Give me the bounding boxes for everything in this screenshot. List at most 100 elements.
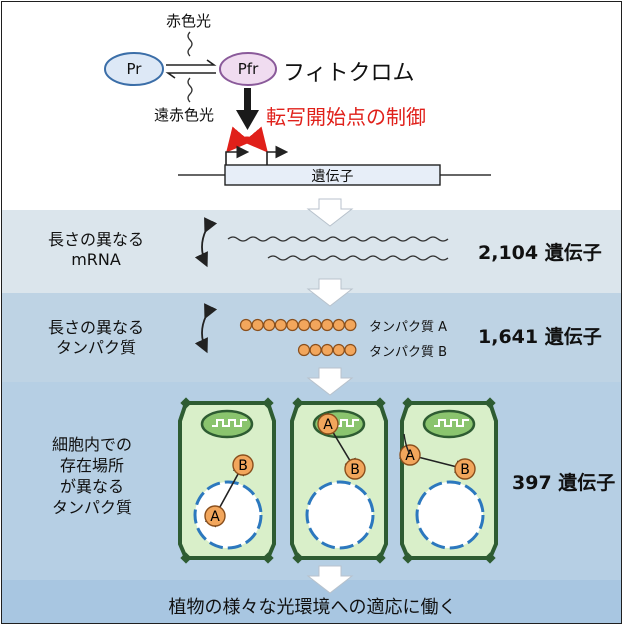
flow-arrow-4 — [306, 565, 354, 594]
transcription-arrow-head — [236, 110, 259, 130]
protein-a-marker — [204, 505, 226, 527]
protein-b-marker — [232, 454, 254, 476]
protein-a-marker — [317, 413, 339, 435]
protein-b-label: タンパク質 B — [369, 345, 448, 360]
protein-a-bead — [344, 318, 357, 332]
red-light-wave — [187, 31, 193, 57]
phytochrome-label: フィトクロム — [283, 61, 415, 86]
protein-b-bead — [321, 343, 334, 357]
protein-a-marker-label: A — [323, 417, 333, 433]
cell-corner — [374, 552, 386, 564]
protein-a-bead — [309, 318, 322, 332]
protein-a-bead — [239, 318, 253, 332]
location-gene-count: 397 遺伝子 — [512, 472, 616, 494]
pr-ellipse — [104, 52, 164, 86]
protein-b-marker — [454, 458, 476, 480]
protein-b-beads — [297, 343, 357, 357]
protein-b-bead — [344, 343, 357, 357]
protein-row-label-line-1: 長さの異なる — [47, 318, 144, 337]
protein-a-bead — [332, 318, 345, 332]
protein-b-bead — [297, 343, 311, 357]
mrna-row-label: 長さの異なる mRNA — [16, 230, 176, 270]
cell-corner — [262, 552, 274, 564]
protein-b-marker-label: B — [238, 458, 248, 474]
protein-a-beads — [239, 318, 357, 332]
location-row-label-line-1: 細胞内での — [51, 435, 132, 454]
cell-3: AB — [399, 397, 498, 564]
protein-a-bead — [321, 318, 334, 332]
nucleus — [305, 480, 375, 550]
pfr-ellipse — [219, 52, 277, 86]
tss-control-label: 転写開始点の制御 — [266, 105, 426, 129]
gene-box — [224, 164, 441, 186]
location-row-label: 細胞内での 存在場所 が異なる タンパク質 — [12, 434, 172, 518]
protein-b-marker — [344, 458, 366, 480]
protein-a-marker-label: A — [405, 448, 415, 464]
flow-arrow-3 — [306, 367, 354, 396]
promoter-arrow-1 — [225, 145, 250, 167]
chloroplast — [200, 409, 254, 439]
location-row-label-line-2: 存在場所 — [59, 456, 124, 475]
protein-a-bead — [286, 318, 299, 332]
flow-arrow-1 — [306, 198, 354, 227]
band-mrna — [2, 210, 621, 293]
cell-corner — [374, 397, 386, 409]
tss-shift-arrow — [226, 126, 268, 153]
location-row-label-line-4: タンパク質 — [51, 498, 132, 517]
protein-a-marker-label: A — [210, 509, 220, 525]
mrna-row-label-line-1: 長さの異なる — [47, 230, 144, 249]
protein-row-label: 長さの異なる タンパク質 — [16, 318, 176, 358]
cell-corner — [180, 552, 192, 564]
cell-2: AB — [290, 397, 388, 564]
bottom-conclusion: 植物の様々な光環境への適応に働く — [168, 597, 457, 618]
cell-corner — [402, 552, 414, 564]
mrna-long — [227, 236, 449, 242]
reverse-arrow — [165, 72, 216, 79]
variation-bracket-2 — [194, 303, 218, 354]
protein-gene-count: 1,641 遺伝子 — [478, 326, 602, 348]
mrna-row-label-line-2: mRNA — [71, 250, 121, 269]
protein-a-bead — [297, 318, 311, 332]
protein-a-marker — [399, 444, 421, 466]
protein-b-marker-label: B — [350, 462, 360, 478]
cell-1: AB — [178, 397, 276, 564]
cell-corner — [292, 552, 304, 564]
far-red-light-label: 遠赤色光 — [154, 106, 215, 124]
cell-corner — [402, 397, 414, 409]
cell-corner — [180, 397, 192, 409]
protein-b-bead — [332, 343, 345, 357]
protein-a-bead — [274, 318, 287, 332]
membrane-anchor-line — [403, 433, 411, 455]
gene-label: 遺伝子 — [311, 169, 354, 185]
cell-corner — [484, 397, 496, 409]
cell-corner — [484, 552, 496, 564]
nucleus — [415, 480, 485, 550]
location-row-label-line-3: が異なる — [59, 477, 124, 496]
mrna-gene-count: 2,104 遺伝子 — [478, 242, 602, 264]
protein-a-bead — [251, 318, 264, 332]
protein-b-bead — [309, 343, 322, 357]
far-red-light-wave — [187, 77, 193, 103]
transcription-arrow-shaft — [244, 88, 251, 112]
pfr-label: Pfr — [237, 60, 259, 78]
variation-bracket-1 — [194, 217, 218, 268]
thylakoid — [212, 419, 247, 427]
protein-a-bead — [263, 318, 276, 332]
forward-arrow — [166, 59, 217, 66]
protein-a-label: タンパク質 A — [369, 320, 448, 335]
chloroplast — [422, 409, 476, 439]
band-bottom — [2, 580, 621, 623]
protein-row-label-line-2: タンパク質 — [55, 338, 136, 357]
band-protein-length — [2, 293, 621, 382]
thylakoid — [434, 419, 469, 427]
flow-arrow-2 — [306, 278, 354, 307]
protein-b-marker-label: B — [460, 462, 470, 478]
pr-label: Pr — [126, 60, 142, 78]
cell-corner — [292, 397, 304, 409]
cell-corner — [262, 397, 274, 409]
red-light-label: 赤色光 — [166, 12, 212, 30]
promoter-arrow-2 — [266, 145, 289, 167]
